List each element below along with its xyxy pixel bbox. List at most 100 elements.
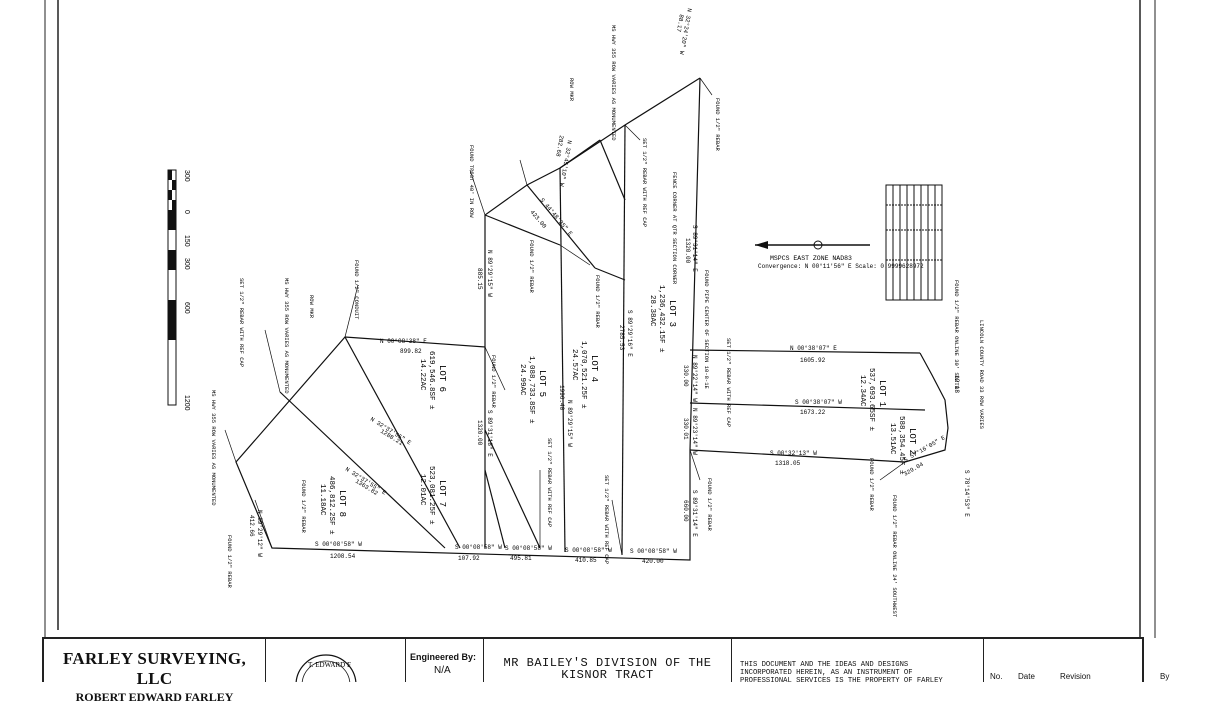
bearing-v4: S 89°31'14" E <box>691 490 698 537</box>
svg-text:12.01AC: 12.01AC <box>418 474 426 506</box>
bearing-b1: N 00°08'38" E <box>380 338 427 345</box>
survey-plat-sheet: 300 0 150 300 600 1200 <box>42 0 1169 705</box>
callout-set-rebar-lot5: SET 1/2" REBAR WITH REF CAP <box>546 438 553 527</box>
callout-found-rebar-online24: FOUND 1/2" REBAR ONLINE 24' SOUTHWEST <box>891 495 898 618</box>
callout-county-road: LINCOLN COUNTY ROAD 33 ROW VARIES <box>978 320 985 430</box>
svg-text:LOT 3: LOT 3 <box>667 300 677 327</box>
svg-text:12.34AC: 12.34AC <box>858 375 866 407</box>
distance-b2: 1605.92 <box>800 357 826 364</box>
distance-b5: 1208.54 <box>330 553 356 560</box>
lot-labels: LOT 1 537,693.65SF ± 12.34AC LOT 2 588,3… <box>318 285 917 535</box>
distance-b4: 1318.05 <box>775 460 801 467</box>
plat-drawing: 300 0 150 300 600 1200 <box>44 0 1156 638</box>
bearing-v7: S 89°31'18" E <box>486 410 493 457</box>
callout-found-rebar-online30: FOUND 1/2" REBAR ONLINE 30' SOUTH <box>953 280 960 389</box>
lot-6-label: LOT 6 619,546.8SF ± 14.22AC <box>418 351 447 410</box>
distance-b1: 899.82 <box>400 348 422 355</box>
svg-text:1,236,432.15F ±: 1,236,432.15F ± <box>657 285 665 353</box>
svg-text:28.38AC: 28.38AC <box>648 295 656 327</box>
company-cell: FARLEY SURVEYING, LLC ROBERT EDWARD FARL… <box>44 639 266 704</box>
svg-text:619,546.8SF ±: 619,546.8SF ± <box>427 351 435 410</box>
notice-line2: INCORPORATED HEREIN, AS AN INSTRUMENT OF <box>740 669 913 677</box>
scale-tick-150: 150 <box>183 235 190 247</box>
distance-v1: 1320.00 <box>684 238 691 264</box>
callout-set-rebar-w: SET 1/2" REBAR WITH REF CAP <box>238 278 245 367</box>
convergence-line2: Convergence: N 00°11'56" E Scale: 0.9999… <box>758 263 924 270</box>
bearing-b7: S 00°08'58" W <box>505 545 552 552</box>
distance-v8: 885.15 <box>476 268 483 290</box>
callout-row-mkr-w: ROW MKR <box>308 295 315 319</box>
lot-3-label: LOT 3 1,236,432.15F ± 28.38AC <box>648 285 677 353</box>
bearing-b3: S 00°38'07" W <box>795 399 842 406</box>
project-title-line2: KISNOR TRACT <box>561 668 654 682</box>
scale-tick-600: 600 <box>183 302 190 314</box>
lot-5-label: LOT 5 1,088,733.8SF ± 24.99AC <box>518 356 547 424</box>
callout-found-tpost: FOUND TPOST 40' IN ROW <box>468 145 475 218</box>
svg-text:LOT 6: LOT 6 <box>437 365 447 392</box>
notice-line3: PROFESSIONAL SERVICES IS THE PROPERTY OF… <box>740 677 943 685</box>
svg-text:1,070,521.25F ±: 1,070,521.25F ± <box>579 341 587 409</box>
distance-d8: 412.66 <box>248 515 255 537</box>
distance-v2: 330.00 <box>682 365 689 387</box>
seal-cell: T. EDWARD F <box>266 639 406 705</box>
callout-hwy-row-n: MS HWY 355 ROW VARIES AS MONUMENTED <box>610 25 617 141</box>
svg-text:LOT 1: LOT 1 <box>877 380 887 407</box>
scale-tick-300a: 300 <box>183 170 190 182</box>
line-table <box>885 184 943 301</box>
rev-revision-header: Revision <box>1060 672 1091 681</box>
callout-found-conduit: FOUND 1/2" CONDUIT <box>353 260 360 320</box>
bearing-b9: S 00°08'58" W <box>630 548 677 555</box>
svg-text:LOT 5: LOT 5 <box>537 370 547 397</box>
notice-line1: THIS DOCUMENT AND THE IDEAS AND DESIGNS <box>740 661 909 669</box>
callout-found-rebar-mid: FOUND 1/2" REBAR <box>528 240 535 294</box>
seal-text: T. EDWARD F <box>308 661 351 669</box>
scale-bar: 300 0 150 300 600 1200 <box>167 169 190 411</box>
project-title-line1: MR BAILEY'S DIVISION OF THE <box>503 656 712 670</box>
parcel-boundaries <box>235 77 949 561</box>
callout-row-mkr-n: ROW MKR <box>568 78 575 102</box>
callout-found-rebar-ne: FOUND 1/2" REBAR <box>714 98 721 152</box>
scale-tick-1200: 1200 <box>183 395 190 411</box>
svg-text:588,354.45F ±: 588,354.45F ± <box>897 416 905 475</box>
callout-found-rebar-lot6: FOUND 1/2" REBAR <box>490 355 497 409</box>
callout-found-rebar-lot3s: FOUND 1/2" REBAR <box>706 478 713 532</box>
bearing-v1: S 89°31'14" E <box>691 225 698 272</box>
bearing-d7: S 78°14'53" E <box>963 470 970 517</box>
bearing-d8: N 89°29'12" W <box>256 510 263 557</box>
rev-no-header: No. <box>990 672 1003 681</box>
surveyor-name: ROBERT EDWARD FARLEY <box>75 690 234 704</box>
distance-d6: 88.17 <box>675 14 685 33</box>
bearing-d4: S 44°48'35" E <box>538 197 574 238</box>
distance-v3: 330.01 <box>682 418 689 440</box>
engineered-by-value: N/A <box>434 665 451 676</box>
lot-1-label: LOT 1 537,693.65SF ± 12.34AC <box>858 368 887 432</box>
leader-lines <box>224 77 906 556</box>
distance-d7: 12.18 <box>953 375 960 393</box>
callout-fence-corner: FENCE CORNER AT QTR SECTION CORNER <box>671 172 678 285</box>
bearing-b2: N 00°38'07" E <box>790 345 837 352</box>
distance-v7: 1320.00 <box>476 420 483 446</box>
distance-b9: 420.00 <box>642 558 664 565</box>
lot-4-label: LOT 4 1,070,521.25F ± 24.57AC <box>570 341 599 409</box>
svg-text:LOT 7: LOT 7 <box>437 480 447 507</box>
distance-b7: 495.81 <box>510 555 532 562</box>
scale-tick-0: 0 <box>183 210 190 214</box>
callout-found-rebar-lot2: FOUND 1/2" REBAR <box>868 458 875 512</box>
revision-cell: No. Date Revision By <box>984 639 1169 682</box>
rev-by-header: By <box>1160 672 1170 681</box>
svg-text:24.57AC: 24.57AC <box>570 349 578 381</box>
bearing-b6: S 00°08'58" W <box>455 544 502 551</box>
bearing-b5: S 00°08'58" W <box>315 541 362 548</box>
bearing-v3: N 89°23'14" W <box>691 408 698 455</box>
engineered-by-label: Engineered By: <box>410 652 477 662</box>
lot-2-label: LOT 2 588,354.45F ± 13.51AC <box>888 416 917 475</box>
distance-v4: 660.00 <box>682 500 689 522</box>
svg-text:14.22AC: 14.22AC <box>418 359 426 391</box>
callout-set-rebar-lot3: SET 1/2" REBAR WITH REF CAP <box>725 338 732 427</box>
svg-text:1,088,733.8SF ±: 1,088,733.8SF ± <box>527 356 535 424</box>
svg-text:LOT 8: LOT 8 <box>337 490 347 517</box>
svg-text:523,081.25F ±: 523,081.25F ± <box>427 466 435 525</box>
distance-d5: 282.68 <box>554 135 565 158</box>
svg-text:11.18AC: 11.18AC <box>318 484 326 516</box>
convergence-line1: MSPCS EAST ZONE NAD83 <box>770 255 852 262</box>
